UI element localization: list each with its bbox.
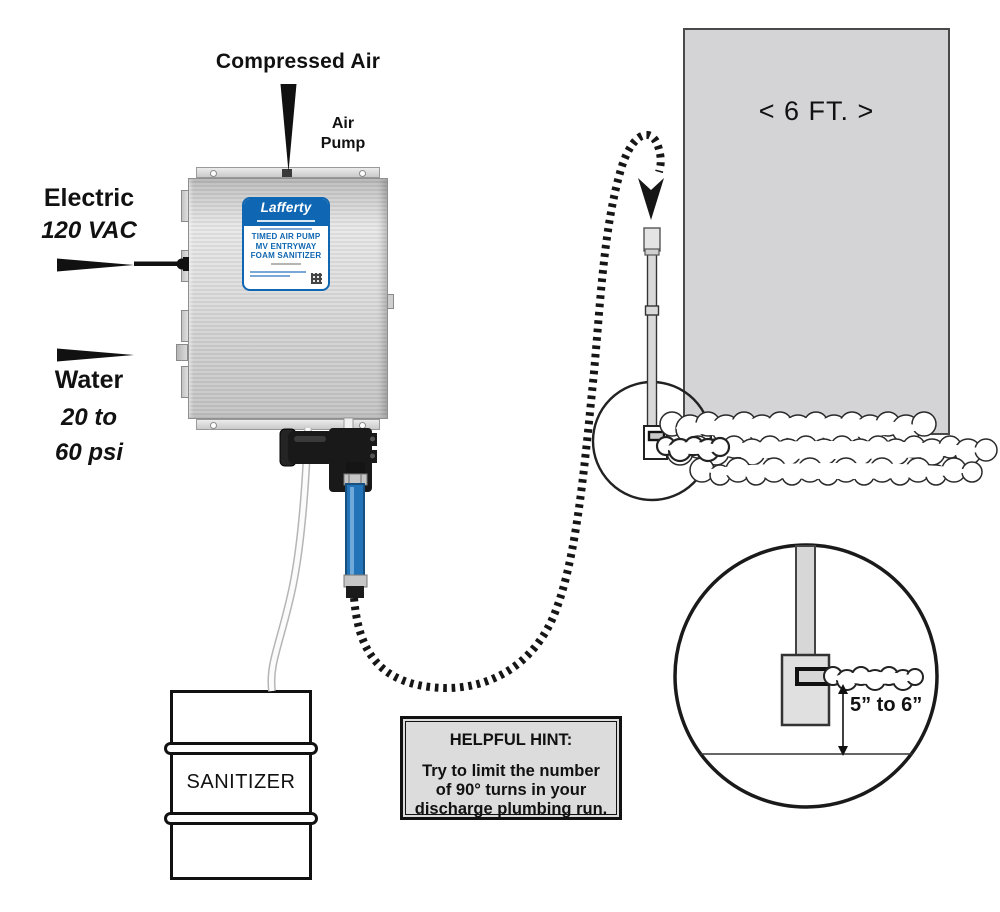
hose-arrowhead-icon (638, 178, 664, 220)
water-pressure-label: 20 to 60 psi (54, 404, 124, 466)
chemical-suction-tube (267, 427, 312, 692)
electric-arrow-icon (57, 257, 189, 272)
detail-discharge-pipe (795, 545, 816, 659)
mounting-hole (359, 422, 366, 429)
discharge-wand (643, 227, 668, 460)
compressed-air-arrow-icon (280, 84, 297, 172)
label-fine-print (250, 275, 290, 277)
electric-voltage-label: 120 VAC (41, 217, 137, 244)
label-fine-print (256, 220, 316, 222)
enclosure-latch (387, 294, 394, 309)
drum-rib (164, 812, 318, 825)
product-label: Lafferty TIMED AIR PUMP MV ENTRYWAY FOAM… (242, 197, 330, 291)
mounting-flange-bottom (196, 419, 380, 430)
detail-foam-nozzle (780, 653, 831, 727)
enclosure-hinge (181, 250, 189, 282)
water-label: Water (54, 366, 124, 394)
label-line-2: MV ENTRYWAY (255, 241, 317, 251)
label-fine-print (250, 271, 307, 273)
water-arrow-icon (57, 348, 134, 362)
label-header: Lafferty (244, 199, 328, 226)
compressed-air-label: Compressed Air (215, 50, 381, 73)
hint-body: Try to limit the number of 90° turns in … (414, 762, 608, 818)
detail-nozzle-slot (795, 667, 830, 686)
mounting-hole (210, 170, 217, 177)
label-fine-print (270, 262, 302, 265)
qr-code (311, 273, 322, 284)
nozzle-detail-magnifier (673, 543, 939, 809)
detail-foam (823, 666, 924, 691)
discharge-hose (350, 131, 665, 692)
height-dimension-arrow-icon (838, 684, 848, 756)
mounting-hole (359, 170, 366, 177)
enclosure-hinge (181, 366, 189, 398)
label-footer (250, 271, 322, 284)
electric-label: Electric (43, 184, 135, 212)
brand-logo: Lafferty (260, 200, 312, 215)
hint-title: HELPFUL HINT: (449, 731, 573, 749)
sanitizer-drum: SANITIZER (164, 690, 318, 880)
mounting-hole (210, 422, 217, 429)
label-line-3: FOAM SANITIZER (250, 251, 322, 260)
label-line-1: TIMED AIR PUMP (251, 232, 321, 241)
enclosure-hinge (181, 190, 189, 222)
blue-hose (343, 473, 368, 598)
helpful-hint-box: HELPFUL HINT: Try to limit the number of… (400, 716, 622, 820)
wall-width-label: < 6 FT. > (758, 96, 875, 126)
air-pump-label: Air Pump (320, 115, 366, 152)
enclosure-hinge (181, 310, 189, 342)
label-fine-print (259, 228, 313, 230)
foam-nozzle (643, 425, 668, 460)
hose-nipple (346, 462, 365, 475)
air-inlet-fitting (282, 169, 292, 177)
mount-height-label: 5” to 6” (850, 694, 923, 716)
foam-at-nozzle (655, 435, 731, 463)
entryway-wall: < 6 FT. > (683, 28, 950, 435)
drum-label: SANITIZER (186, 771, 296, 793)
nozzle-slot (647, 430, 666, 442)
water-inlet-fitting (176, 344, 188, 361)
drum-rib (164, 742, 318, 755)
